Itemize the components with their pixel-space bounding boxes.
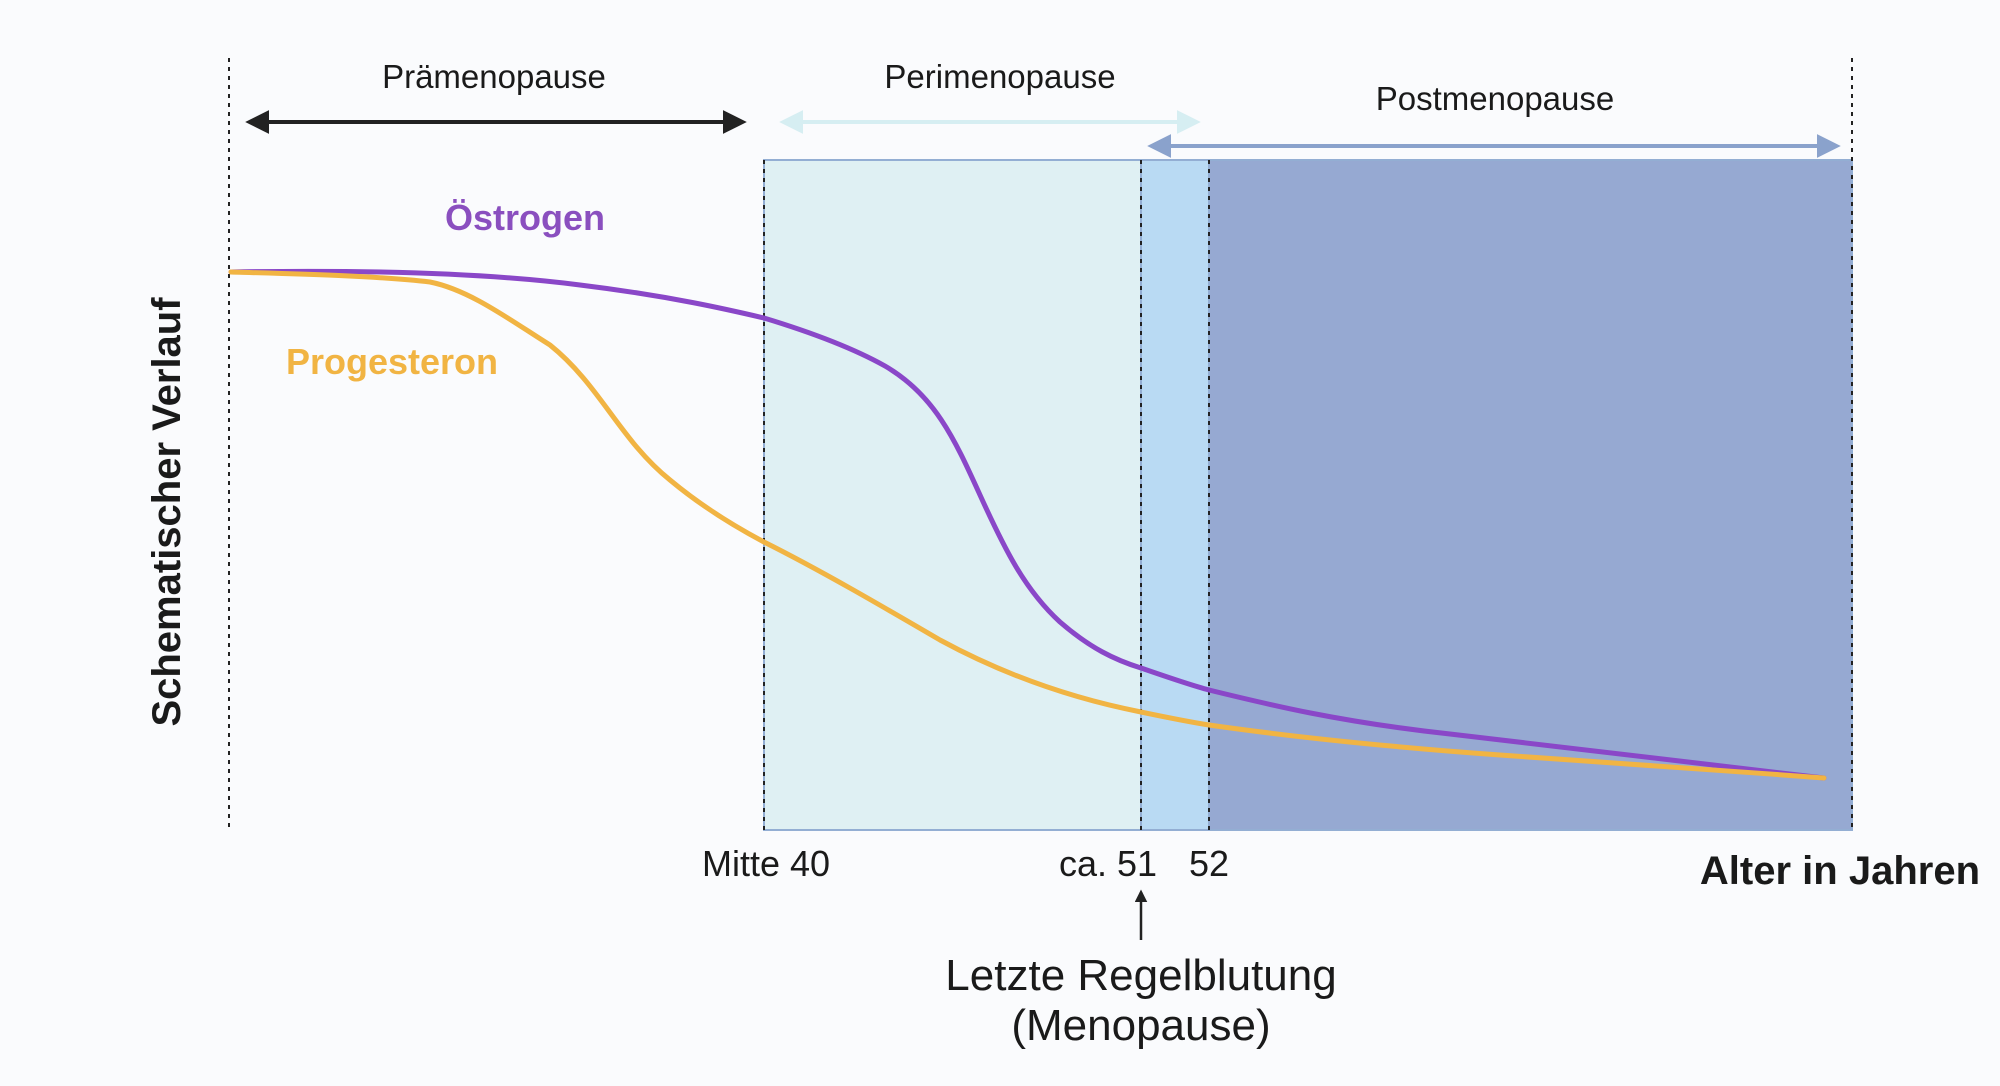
tick-label-52: 52 xyxy=(1189,843,1229,884)
postmenopause-region xyxy=(1208,159,1853,831)
tick-label-mitte-40: Mitte 40 xyxy=(702,843,830,884)
tick-label-ca-51: ca. 51 xyxy=(1059,843,1157,884)
annotation-line-1: Letzte Regelblutung xyxy=(945,951,1336,1000)
series-label-estrogen: Östrogen xyxy=(445,197,605,238)
phase-label-perimenopause: Perimenopause xyxy=(884,58,1115,95)
series-label-progesterone: Progesteron xyxy=(286,341,498,382)
phase-label-praemenopause: Prämenopause xyxy=(382,58,606,95)
x-axis-title: Alter in Jahren xyxy=(1700,849,1980,893)
estrogen-curve xyxy=(228,268,1827,781)
perimenopause-region xyxy=(763,159,1142,831)
y-axis-title: Schematischer Verlauf xyxy=(145,297,189,727)
menopause-region xyxy=(1140,159,1210,831)
progesterone-curve xyxy=(228,269,1827,781)
annotation-line-2: (Menopause) xyxy=(1011,1001,1270,1050)
phase-label-postmenopause: Postmenopause xyxy=(1376,80,1615,117)
